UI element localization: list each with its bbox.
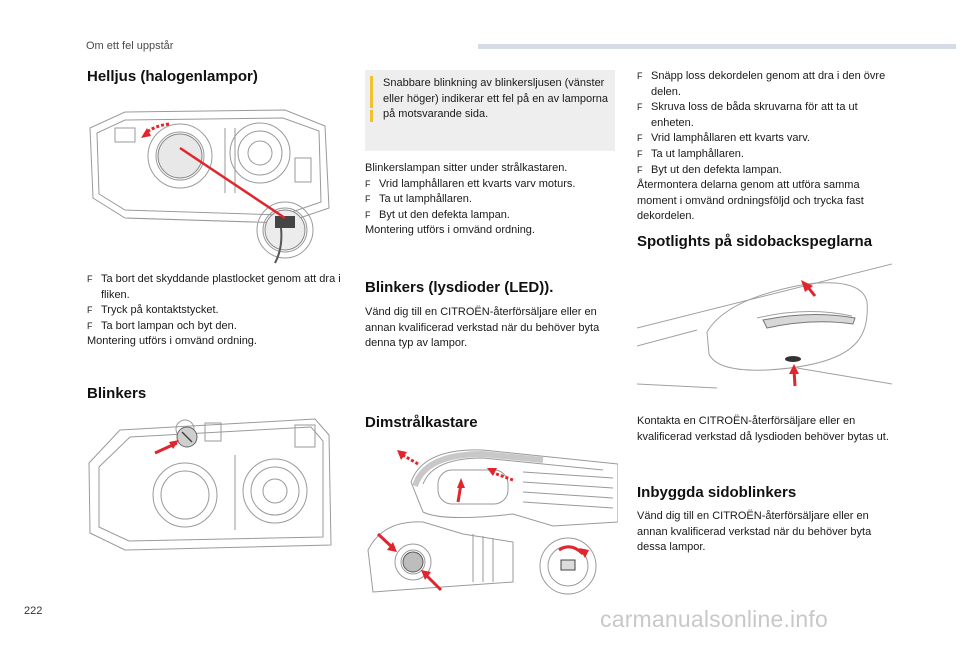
watermark: carmanualsonline.info — [600, 606, 828, 632]
indicator-illustration — [88, 418, 332, 551]
indicator-steps: Blinkerslampan sitter under strålkastare… — [365, 161, 620, 239]
fog-lamp-illustration — [367, 449, 618, 595]
closing-text: Montering utförs i omvänd ordning. — [365, 224, 535, 237]
spotlight-text: Kontakta en CITROËN-återförsäljare eller… — [637, 415, 889, 443]
heading-indicators: Blinkers — [87, 385, 147, 402]
heading-mirror-spotlights: Spotlights på sidobackspeglarna — [637, 233, 873, 250]
heading-fog-lamps: Dimstrålkastare — [365, 414, 478, 431]
heading-high-beam: Helljus (halogenlampor) — [87, 68, 258, 85]
closing-text: Återmontera delarna genom att utföra sam… — [637, 179, 864, 223]
heading-led-indicators: Blinkers (lysdioder (LED)). — [365, 279, 554, 296]
note-accent — [370, 110, 373, 122]
mirror-spotlight-illustration — [637, 263, 892, 389]
heading-side-repeaters: Inbyggda sidoblinkers — [637, 484, 797, 501]
led-text: Vänd dig till en CITROËN-återförsäljare … — [365, 306, 600, 350]
section-title: Om ett fel uppstår — [86, 40, 174, 52]
note-accent — [370, 76, 373, 108]
side-repeater-text: Vänd dig till en CITROËN-återförsäljare … — [637, 510, 872, 554]
info-note: Snabbare blinkning av blinkersljusen (vä… — [365, 70, 615, 151]
page-number: 222 — [24, 605, 43, 617]
note-text: Snabbare blinkning av blinkersljusen (vä… — [383, 77, 609, 121]
intro-text: Blinkerslampan sitter under strålkastare… — [365, 162, 568, 174]
closing-text: Montering utförs i omvänd ordning. — [87, 335, 257, 348]
header-divider — [478, 44, 956, 49]
high-beam-illustration — [89, 109, 330, 264]
